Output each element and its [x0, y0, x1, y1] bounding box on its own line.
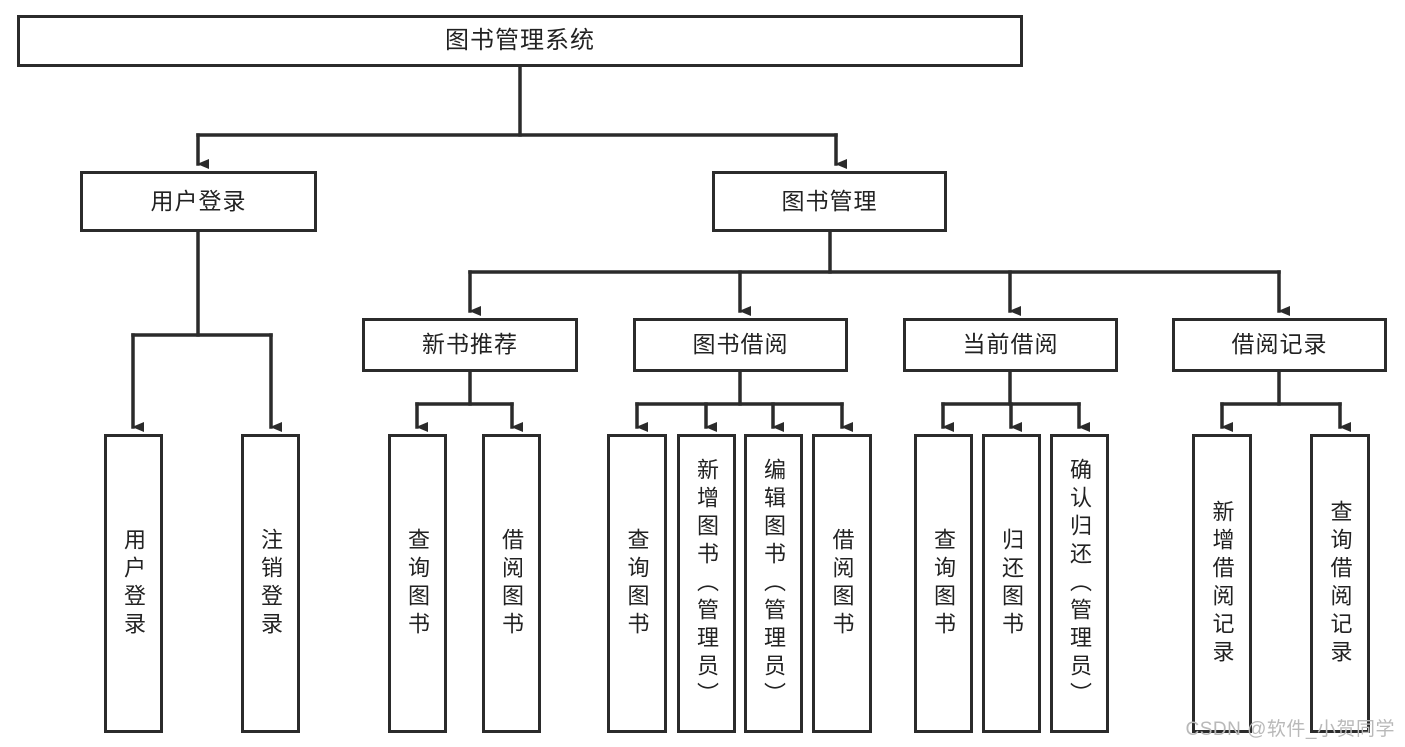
- watermark-text: CSDN @软件_小贺同学: [1185, 719, 1395, 740]
- leaf-query-book-borrow[interactable]: 查询图书: [607, 434, 667, 733]
- leaf-user-login[interactable]: 用户登录: [104, 434, 163, 733]
- node-book-management[interactable]: 图书管理: [712, 171, 947, 232]
- node-current-borrowing[interactable]: 当前借阅: [903, 318, 1118, 372]
- leaf-label: 查询图书: [931, 527, 957, 640]
- leaf-label: 查询借阅记录: [1327, 499, 1353, 668]
- node-user-login[interactable]: 用户登录: [80, 171, 317, 232]
- leaf-confirm-return-admin[interactable]: 确认归还（管理员）: [1050, 434, 1109, 733]
- leaf-label: 新增图书（管理员）: [694, 457, 720, 710]
- node-new-book-recommendation[interactable]: 新书推荐: [362, 318, 578, 372]
- leaf-label: 确认归还（管理员）: [1067, 457, 1093, 710]
- leaf-query-book-current[interactable]: 查询图书: [914, 434, 973, 733]
- node-label: 用户登录: [150, 187, 247, 214]
- leaf-label: 注销登录: [258, 527, 284, 640]
- node-label: 图书管理: [781, 187, 878, 214]
- leaf-return-book[interactable]: 归还图书: [982, 434, 1041, 733]
- leaf-label: 查询图书: [405, 527, 431, 640]
- leaf-label: 归还图书: [999, 527, 1025, 640]
- leaf-query-borrow-record[interactable]: 查询借阅记录: [1310, 434, 1370, 733]
- node-label: 图书借阅: [692, 331, 789, 358]
- leaf-label: 用户登录: [121, 527, 147, 640]
- node-label: 新书推荐: [422, 331, 518, 358]
- leaf-borrow-book[interactable]: 借阅图书: [812, 434, 872, 733]
- leaf-label: 编辑图书（管理员）: [761, 457, 787, 710]
- node-label: 当前借阅: [962, 331, 1059, 358]
- leaf-label: 查询图书: [624, 527, 650, 640]
- leaf-label: 借阅图书: [499, 527, 525, 640]
- leaf-edit-book-admin[interactable]: 编辑图书（管理员）: [744, 434, 803, 733]
- node-root-book-management-system[interactable]: 图书管理系统: [17, 15, 1023, 67]
- node-borrow-records[interactable]: 借阅记录: [1172, 318, 1387, 372]
- leaf-add-book-admin[interactable]: 新增图书（管理员）: [677, 434, 736, 733]
- leaf-add-borrow-record[interactable]: 新增借阅记录: [1192, 434, 1252, 733]
- node-label: 图书管理系统: [445, 26, 595, 54]
- leaf-label: 新增借阅记录: [1209, 499, 1235, 668]
- node-book-borrowing[interactable]: 图书借阅: [633, 318, 848, 372]
- node-label: 借阅记录: [1231, 331, 1328, 358]
- leaf-label: 借阅图书: [829, 527, 855, 640]
- leaf-logout[interactable]: 注销登录: [241, 434, 300, 733]
- leaf-borrow-book-newbook[interactable]: 借阅图书: [482, 434, 541, 733]
- leaf-query-book-newbook[interactable]: 查询图书: [388, 434, 447, 733]
